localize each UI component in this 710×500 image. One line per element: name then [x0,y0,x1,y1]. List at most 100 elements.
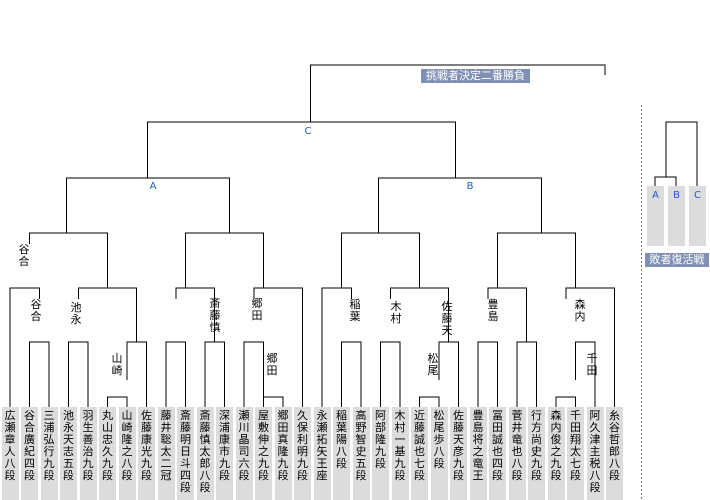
winner-r1-i: 佐藤天 [441,300,453,337]
player-slot [255,407,272,500]
player-slot [60,407,77,500]
player-slot [235,407,253,500]
bracket-line [310,64,606,122]
player-name: 郷田真隆九段 [277,409,289,482]
player-slot [411,407,428,500]
player-slot [508,407,526,500]
player-slot [138,407,155,500]
player-name: 久保利明九段 [297,409,308,482]
block-label-b: B [466,181,474,192]
player-name: 千田翔太七段 [570,409,581,482]
bracket-line [341,232,420,288]
player-slot [79,407,97,500]
player-name: 高野智史五段 [355,409,367,482]
player-slot [157,407,175,500]
winner-r1-d: 斎藤慎 [209,297,221,334]
bracket-line [165,341,186,407]
player-name: 斎藤慎太郎八段 [199,409,211,494]
player-name: 森内俊之九段 [550,409,562,482]
winner-r1-k: 豊島 [487,298,499,323]
player-slot [430,407,448,500]
player-name: 屋敷伸之九段 [258,409,269,482]
player-name: 阿部隆九段 [375,409,386,470]
player-name: 谷合廣紀四段 [24,409,35,482]
bracket-line [477,341,498,407]
winner-r1-j: 松尾 [427,352,439,377]
repechage-slot-a: A [647,186,664,246]
player-name: 羽生善治九段 [82,409,94,482]
bracket-line [555,396,576,407]
player-slot [528,407,545,500]
winner-r1-e: 郷田 [251,297,263,322]
player-name: 瀬川晶司六段 [238,409,250,482]
player-slot [567,407,584,500]
player-name: 菅井竜也八段 [511,409,523,482]
repechage-banner: 敗者復活戦 [645,253,709,267]
winner-r1-f: 郷田 [266,352,278,377]
player-slot [177,407,194,500]
repechage-label-c: C [694,190,701,201]
bracket-line [147,121,456,178]
bracket-line [438,341,459,407]
bracket-line [68,341,89,407]
bracket-line [29,232,108,288]
repechage-slot-c: C [689,186,706,246]
repechage-slot-b: B [668,186,685,246]
player-name: 三浦弘行九段 [43,409,55,482]
bracket-line [665,121,698,186]
player-name: 深浦康市九段 [219,409,230,482]
player-name: 豊島将之竜王 [472,409,484,482]
bracket-line [487,287,527,342]
bracket-line [321,287,352,407]
player-slot [450,407,467,500]
bracket-line [497,232,576,288]
bracket-line [185,232,264,288]
player-name: 糸谷哲郎八段 [609,409,620,482]
bracket-line [204,341,225,407]
player-name: 佐藤天彦九段 [453,409,464,482]
bracket-line [107,396,128,407]
player-name: 佐藤康光九段 [141,409,152,482]
repechage-label-b: B [673,190,680,201]
bracket-line [341,341,362,407]
bracket-line [419,396,440,407]
winner-r1-a: 谷合 [30,298,42,323]
player-name: 稲葉陽八段 [336,409,347,470]
bracket-line [253,287,303,407]
player-slot [118,407,136,500]
repechage-label-a: A [652,190,659,201]
player-slot [1,407,19,500]
player-slot [586,407,604,500]
bracket-line [654,176,677,186]
player-slot [21,407,38,500]
bracket-line [126,341,147,407]
bracket-line [29,341,50,407]
player-name: 丸山忠久九段 [102,409,113,482]
player-name: 木村一基九段 [394,409,406,482]
player-name: 冨田誠也四段 [492,409,503,482]
player-slot [372,407,389,500]
final-banner: 挑戦者決定二番勝負 [421,69,530,83]
player-slot [469,407,487,500]
bracket-line [243,341,264,407]
winner-r1-b: 池永 [70,301,82,326]
player-slot [313,407,331,500]
player-name: 行方尚史九段 [531,409,542,482]
bracket-line [175,287,215,342]
player-slot [489,407,506,500]
player-name: 藤井聡太二冠 [160,409,172,482]
block-label-c: C [304,126,312,137]
player-name: 斎藤明日斗四段 [180,409,191,494]
player-name: 松尾歩八段 [433,409,445,470]
bracket-line [380,341,401,407]
winner-r1-c: 山崎 [111,352,123,377]
block-label-a: A [149,181,157,192]
player-slot [333,407,350,500]
player-slot [294,407,311,500]
bracket-line [565,287,615,407]
player-slot [274,407,292,500]
bracket-line [575,341,596,407]
player-name: 山崎隆之八段 [121,409,133,482]
player-slot [99,407,116,500]
winner-r1-g: 稲葉 [349,298,361,323]
